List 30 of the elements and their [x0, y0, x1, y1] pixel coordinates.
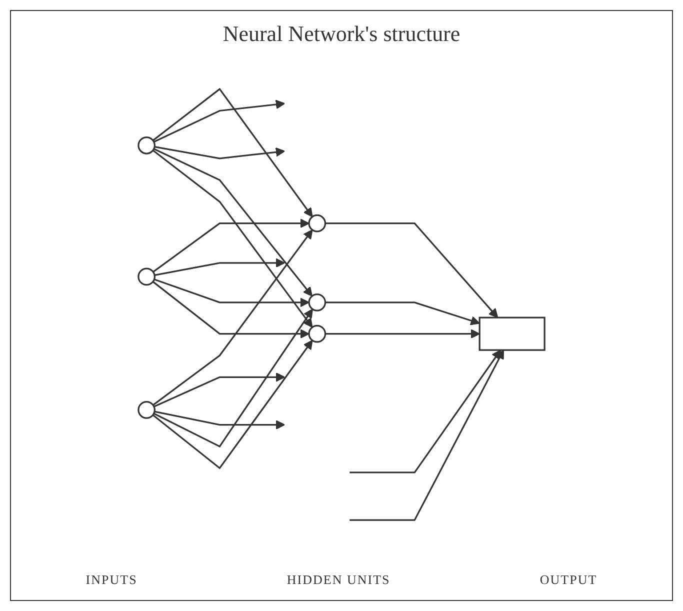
arrow	[325, 328, 480, 338]
unit-circle	[308, 292, 326, 311]
arrow	[152, 87, 313, 217]
arrow	[154, 99, 286, 142]
column-label: OUTPUT	[540, 572, 598, 588]
arrow	[350, 349, 502, 473]
arrow	[153, 308, 314, 447]
arrow	[152, 149, 313, 328]
arrow	[154, 146, 286, 159]
unit-circle	[138, 400, 156, 418]
column-label: HIDDEN UNITS	[286, 572, 390, 588]
arrow	[154, 278, 310, 307]
output-box	[478, 316, 546, 350]
arrow	[154, 410, 286, 430]
arrow	[152, 218, 310, 272]
arrow	[152, 228, 313, 406]
arrow	[350, 349, 504, 520]
arrow	[325, 222, 498, 318]
arrow	[154, 372, 286, 407]
arrow	[152, 339, 313, 469]
unit-circle	[308, 324, 326, 342]
column-label: INPUTS	[86, 572, 138, 588]
arrow	[152, 280, 310, 338]
diagram-title: Neural Network's structure	[222, 21, 460, 47]
unit-circle	[308, 214, 326, 232]
arrow	[154, 258, 286, 276]
arrow	[325, 301, 480, 325]
unit-circle	[138, 267, 156, 286]
unit-circle	[138, 136, 156, 154]
arrow	[154, 148, 312, 296]
